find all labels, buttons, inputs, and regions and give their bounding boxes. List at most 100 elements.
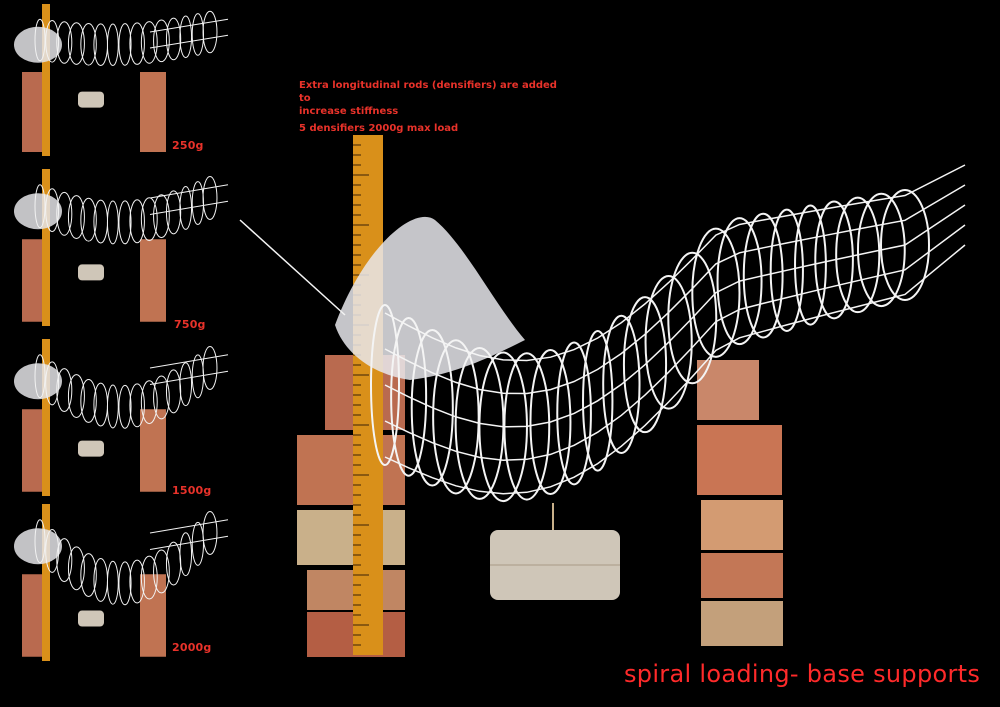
spiral-loop <box>106 200 119 245</box>
spiral-loop <box>370 304 400 466</box>
spiral-loop <box>80 379 97 423</box>
spiral-loop <box>390 316 428 477</box>
spiral-loop <box>56 191 73 236</box>
spiral-loop <box>34 184 46 229</box>
spiral-loop <box>56 21 73 64</box>
spiral-loop <box>67 374 85 419</box>
spiral-loop <box>179 15 193 59</box>
spiral-loop <box>880 189 930 301</box>
densifier-rod <box>149 34 229 49</box>
spiral-loop <box>67 195 85 240</box>
spiral-loop <box>602 314 641 455</box>
note-line-1: Extra longitudinal rods (densifiers) are… <box>299 80 557 104</box>
weight-bag <box>78 91 104 108</box>
spiral-loop <box>202 176 218 220</box>
densifier-rod <box>384 184 966 395</box>
spiral-loop <box>140 197 158 242</box>
spiral-loop <box>202 346 218 390</box>
spiral-loop <box>644 274 693 410</box>
spiral-loop <box>129 559 145 604</box>
spiral-loop <box>179 362 193 407</box>
spiral-loop <box>34 519 46 564</box>
spiral-loop <box>814 200 854 320</box>
spiral-loop <box>153 549 170 594</box>
spiral-structure-image <box>14 169 229 326</box>
plastic-sheet <box>14 528 62 565</box>
spiral-structure-image <box>14 4 229 156</box>
spiral-loop <box>556 341 592 486</box>
plastic-sheet <box>14 193 62 230</box>
densifier-rod <box>149 535 229 550</box>
left-brick-pier <box>297 355 405 657</box>
plastic-sheet <box>14 363 62 400</box>
spiral-loop <box>153 19 170 63</box>
weight-bag <box>78 440 104 457</box>
spiral-loop <box>80 197 97 242</box>
spiral-structure-main-image <box>239 135 966 657</box>
densifier-rod <box>149 354 229 369</box>
densifier-rod <box>384 224 966 461</box>
spiral-loop <box>191 13 205 56</box>
spiral-loop <box>191 181 205 226</box>
spiral-loop <box>529 348 572 496</box>
spiral-loop <box>716 217 763 346</box>
spiral-loop <box>153 375 170 420</box>
spiral-loop <box>742 212 784 339</box>
spiral-loop <box>67 546 85 591</box>
spiral-loop <box>165 190 182 235</box>
spiral-loop <box>106 384 119 429</box>
spiral-loop <box>202 10 218 54</box>
spiral-loop <box>45 361 60 406</box>
plastic-sheet <box>14 26 62 63</box>
load-label-2000g: 2000g <box>172 641 212 654</box>
ruler <box>42 504 50 661</box>
spiral-loop <box>56 368 73 413</box>
spiral-loop <box>165 17 182 61</box>
spiral-loop <box>582 330 614 472</box>
spiral-loop <box>118 561 132 606</box>
spiral-loop <box>153 194 170 239</box>
load-label-250g: 250g <box>172 139 204 152</box>
spiral-loop <box>622 296 668 434</box>
spiral-loop <box>410 329 454 487</box>
plastic-sheet <box>335 216 525 380</box>
note-line-2: increase stiffness <box>299 106 399 117</box>
test-photo-1500g <box>0 335 232 500</box>
spiral-structure-image <box>14 504 229 661</box>
spiral-structure-image <box>14 339 229 496</box>
spiral-loop <box>140 555 158 600</box>
spiral-loop <box>118 384 132 429</box>
spiral-loop <box>80 553 97 597</box>
brick-pier-right <box>140 409 166 492</box>
spiral-loop <box>202 511 218 555</box>
spiral-loop <box>129 199 145 244</box>
spiral-loop <box>45 188 60 233</box>
spiral-loop <box>856 192 906 308</box>
spiral-loop <box>118 200 132 245</box>
spiral-loop <box>45 19 60 63</box>
spiral-loop <box>191 521 205 566</box>
spiral-loop <box>769 208 804 332</box>
right-brick-pier <box>697 360 783 646</box>
spiral-loop <box>140 21 158 64</box>
spiral-loop <box>179 532 193 577</box>
densifier-note: Extra longitudinal rods (densifiers) are… <box>299 79 569 135</box>
ruler <box>42 169 50 326</box>
spiral-loop <box>667 251 718 385</box>
measuring-ruler <box>353 135 383 655</box>
weight-bag <box>78 610 104 627</box>
spiral-loop <box>45 528 60 573</box>
densifier-rod <box>384 244 966 495</box>
brick-pier-right <box>140 72 166 152</box>
note-line-3: 5 densifiers 2000g max load <box>299 123 459 134</box>
test-photo-750g <box>0 165 232 330</box>
spiral-loop <box>129 383 145 428</box>
densifier-rod <box>149 519 229 534</box>
spiral-loop <box>794 204 827 326</box>
spiral-loop <box>106 23 119 67</box>
spiral-loop <box>129 22 145 65</box>
spiral-loop <box>691 227 741 358</box>
spiral-loop <box>118 23 132 66</box>
brick-pier-right <box>140 239 166 322</box>
densifier-rod <box>149 200 229 215</box>
